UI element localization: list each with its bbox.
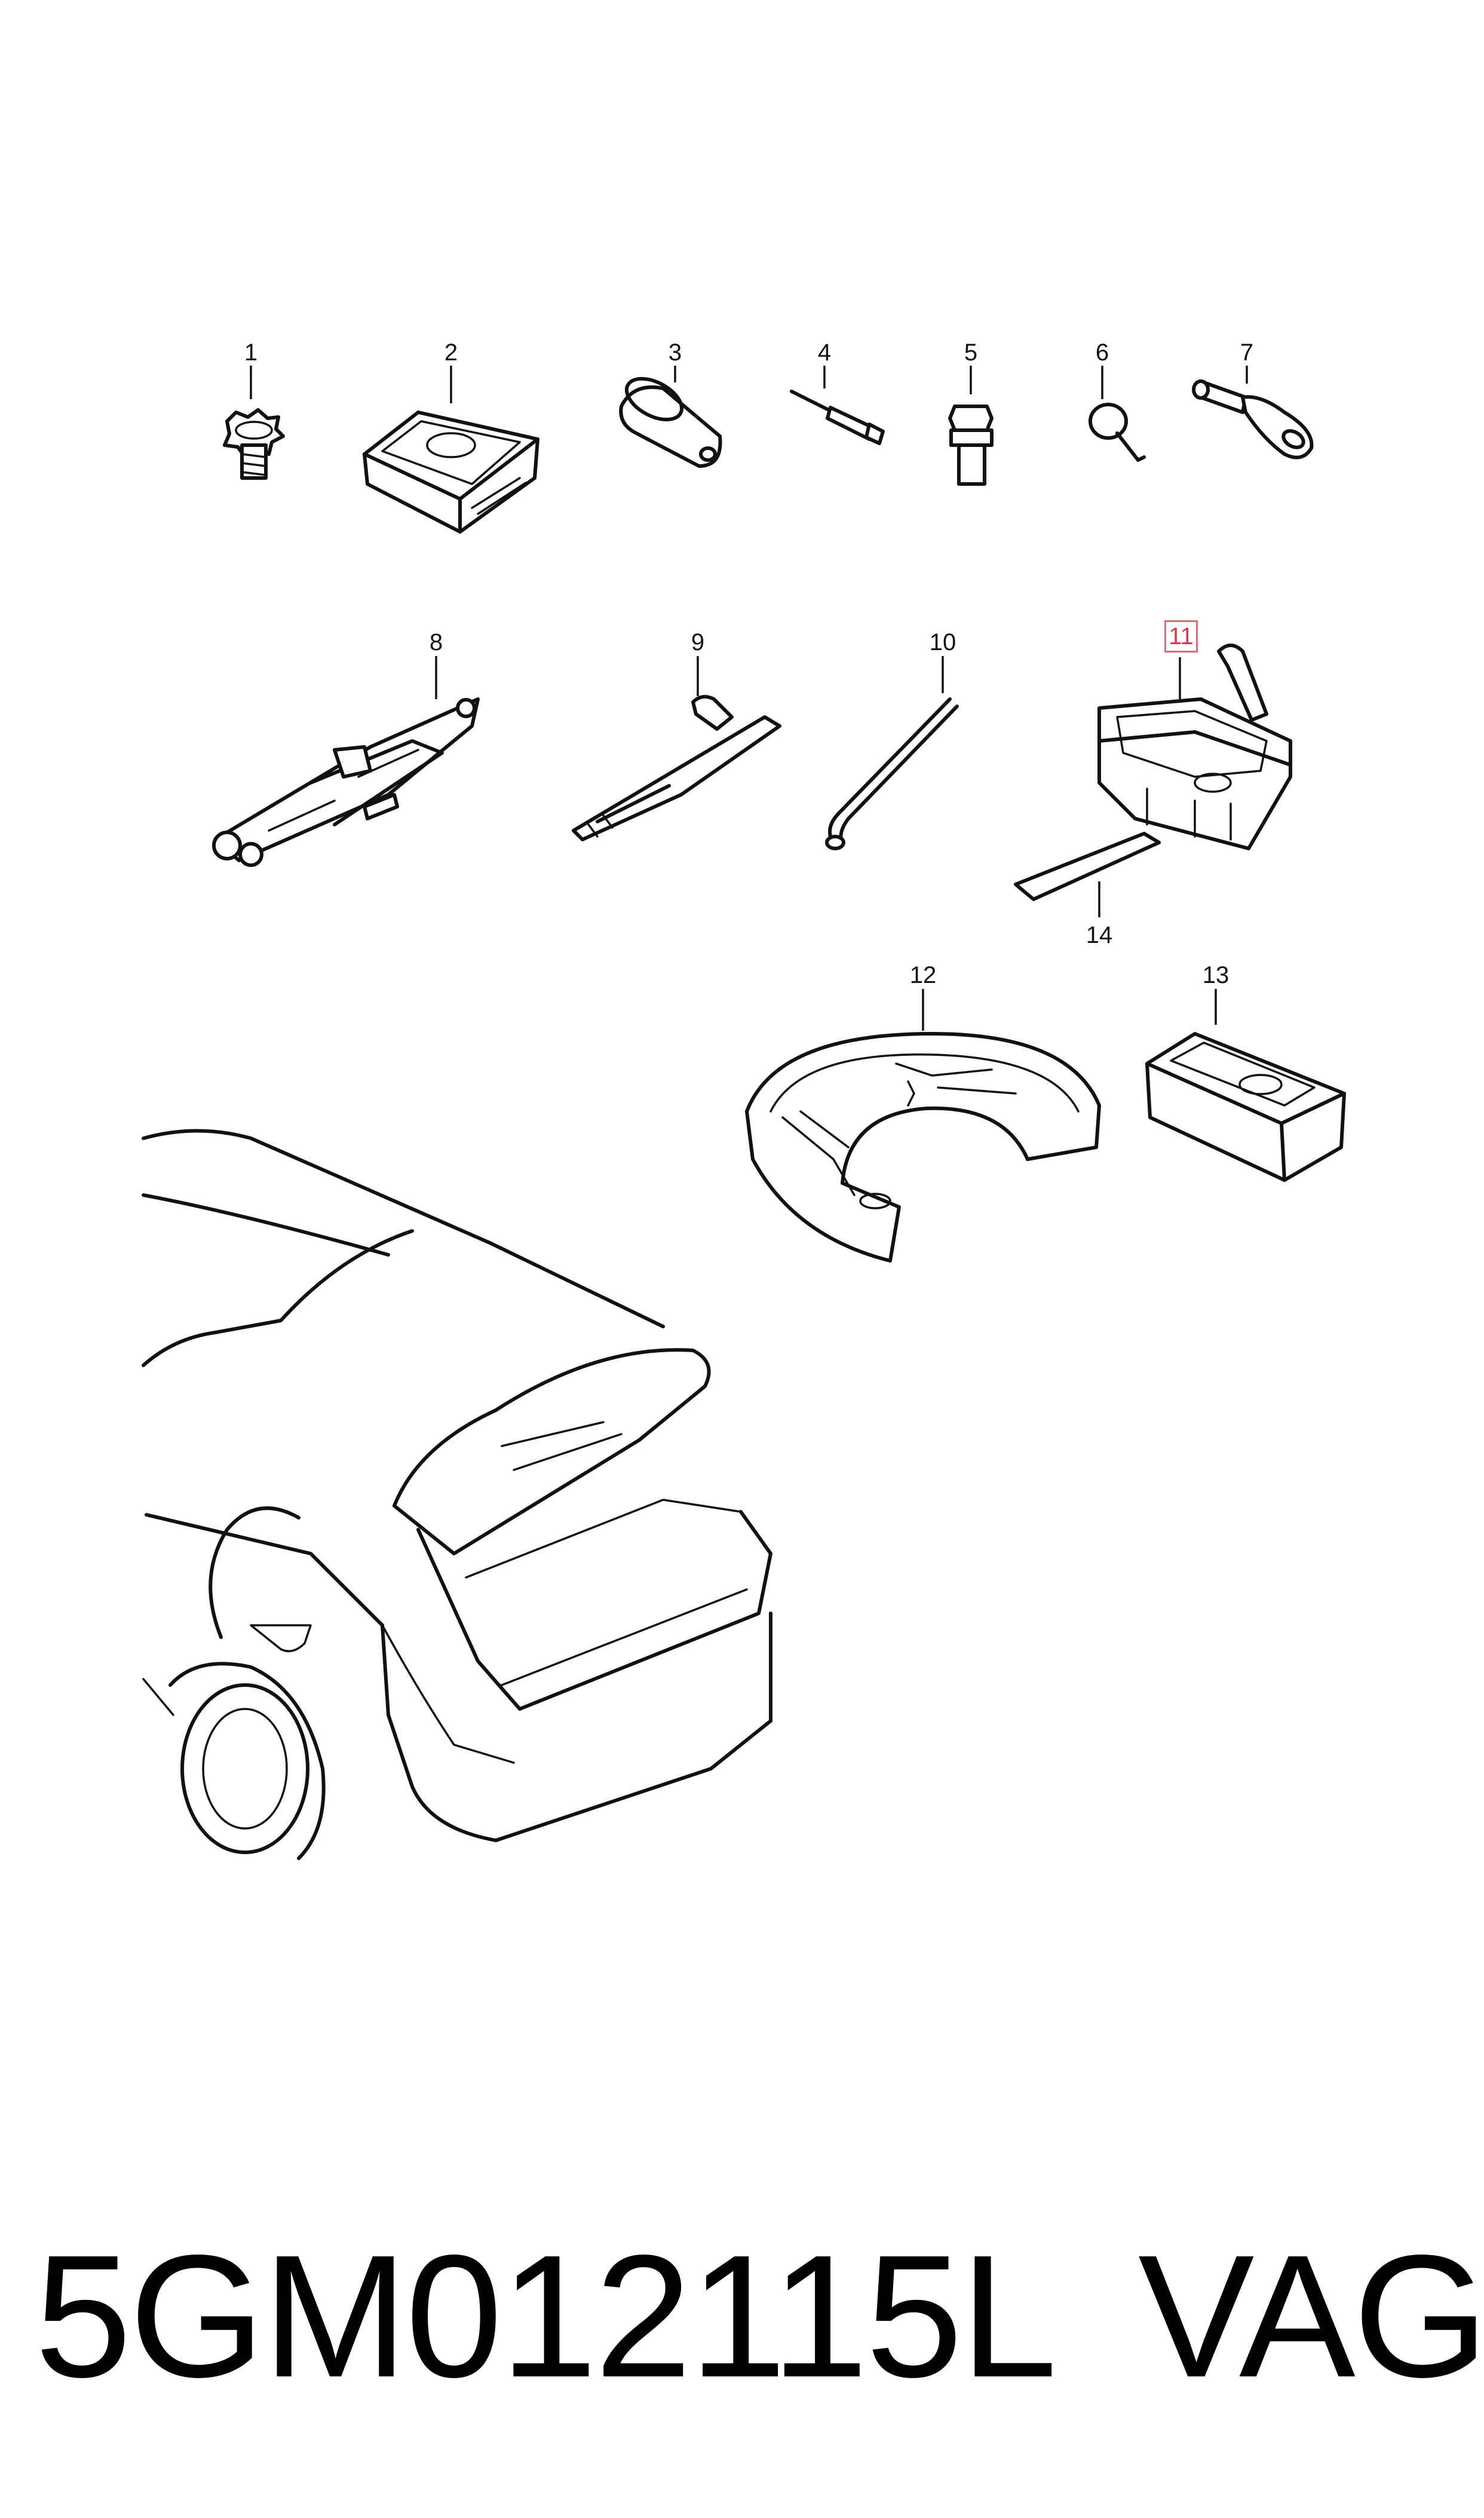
callout-11-highlighted[interactable]: 11	[1164, 620, 1198, 653]
callout-6: 6	[1095, 339, 1109, 366]
part-9-wheel-wrench	[572, 695, 781, 841]
part-3-sealant-bottle	[619, 376, 722, 468]
callout-9: 9	[691, 629, 705, 655]
car-illustration	[142, 1129, 772, 1860]
part-8-car-jack	[212, 697, 480, 867]
part-6-wire-clip	[1089, 403, 1146, 462]
callout-3: 3	[668, 339, 682, 366]
part-11-tool-tray	[1014, 644, 1292, 901]
part-12-foam-ring-insert	[745, 1032, 1101, 1263]
callout-8: 8	[429, 629, 443, 655]
callout-4: 4	[817, 339, 832, 366]
brand-label: VAG	[1138, 2219, 1484, 2413]
callout-14: 14	[1086, 922, 1113, 948]
callout-1: 1	[244, 339, 258, 366]
part-4-valve-tool	[790, 390, 885, 445]
callout-7: 7	[1240, 339, 1254, 366]
callout-5: 5	[964, 339, 978, 366]
part-number: 5GM012115L	[35, 2219, 1057, 2413]
part-5-wheel-bolt	[948, 405, 994, 486]
callout-2: 2	[444, 339, 458, 366]
callout-10: 10	[929, 629, 956, 655]
part-13-foam-block	[1145, 1032, 1346, 1182]
callout-12: 12	[909, 962, 937, 988]
part-7-towing-eye	[1192, 379, 1314, 460]
part-10-extension-rod	[825, 697, 959, 850]
leader-lines	[250, 366, 1248, 1031]
part-2-tyre-repair-kit-box	[363, 411, 539, 534]
callout-13: 13	[1202, 962, 1229, 988]
part-1-wheel-bolt-knob	[223, 408, 285, 480]
